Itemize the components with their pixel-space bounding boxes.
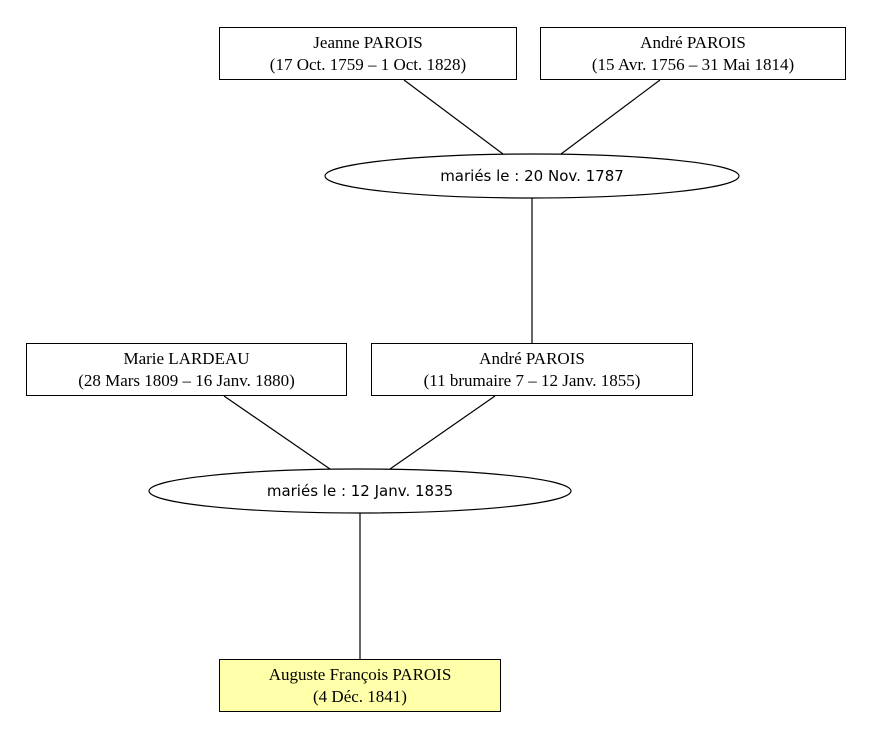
person-name: André PAROIS — [640, 32, 746, 52]
person-box-auguste-francois-parois[interactable]: Auguste François PAROIS (4 Déc. 1841) — [219, 659, 501, 712]
person-dates: (17 Oct. 1759 – 1 Oct. 1828) — [269, 54, 467, 74]
person-dates: (11 brumaire 7 – 12 Janv. 1855) — [423, 370, 641, 390]
person-dates: (15 Avr. 1756 – 31 Mai 1814) — [591, 54, 795, 74]
marriage-1787-label: mariés le : 20 Nov. 1787 — [325, 154, 739, 198]
person-dates: (4 Déc. 1841) — [313, 686, 407, 706]
person-dates: (28 Mars 1809 – 16 Janv. 1880) — [78, 370, 295, 390]
link-marie-to-marriage-1835 — [223, 395, 331, 470]
link-jeanne-to-marriage-1787 — [403, 79, 504, 155]
marriage-date-text: mariés le : 12 Janv. 1835 — [266, 482, 454, 500]
person-name: André PAROIS — [479, 348, 585, 368]
person-box-marie-lardeau[interactable]: Marie LARDEAU (28 Mars 1809 – 16 Janv. 1… — [26, 343, 347, 396]
person-box-andre-parois-jr[interactable]: André PAROIS (11 brumaire 7 – 12 Janv. 1… — [371, 343, 693, 396]
marriage-date-text: mariés le : 20 Nov. 1787 — [440, 167, 624, 185]
person-name: Jeanne PAROIS — [313, 32, 423, 52]
link-andre-jr-to-marriage-1835 — [389, 395, 496, 470]
link-andre-sr-to-marriage-1787 — [560, 79, 661, 155]
marriage-1835-label: mariés le : 12 Janv. 1835 — [149, 469, 571, 513]
person-name: Auguste François PAROIS — [268, 664, 452, 684]
person-name: Marie LARDEAU — [123, 348, 250, 368]
person-box-jeanne-parois[interactable]: Jeanne PAROIS (17 Oct. 1759 – 1 Oct. 182… — [219, 27, 517, 80]
person-box-andre-parois-sr[interactable]: André PAROIS (15 Avr. 1756 – 31 Mai 1814… — [540, 27, 846, 80]
